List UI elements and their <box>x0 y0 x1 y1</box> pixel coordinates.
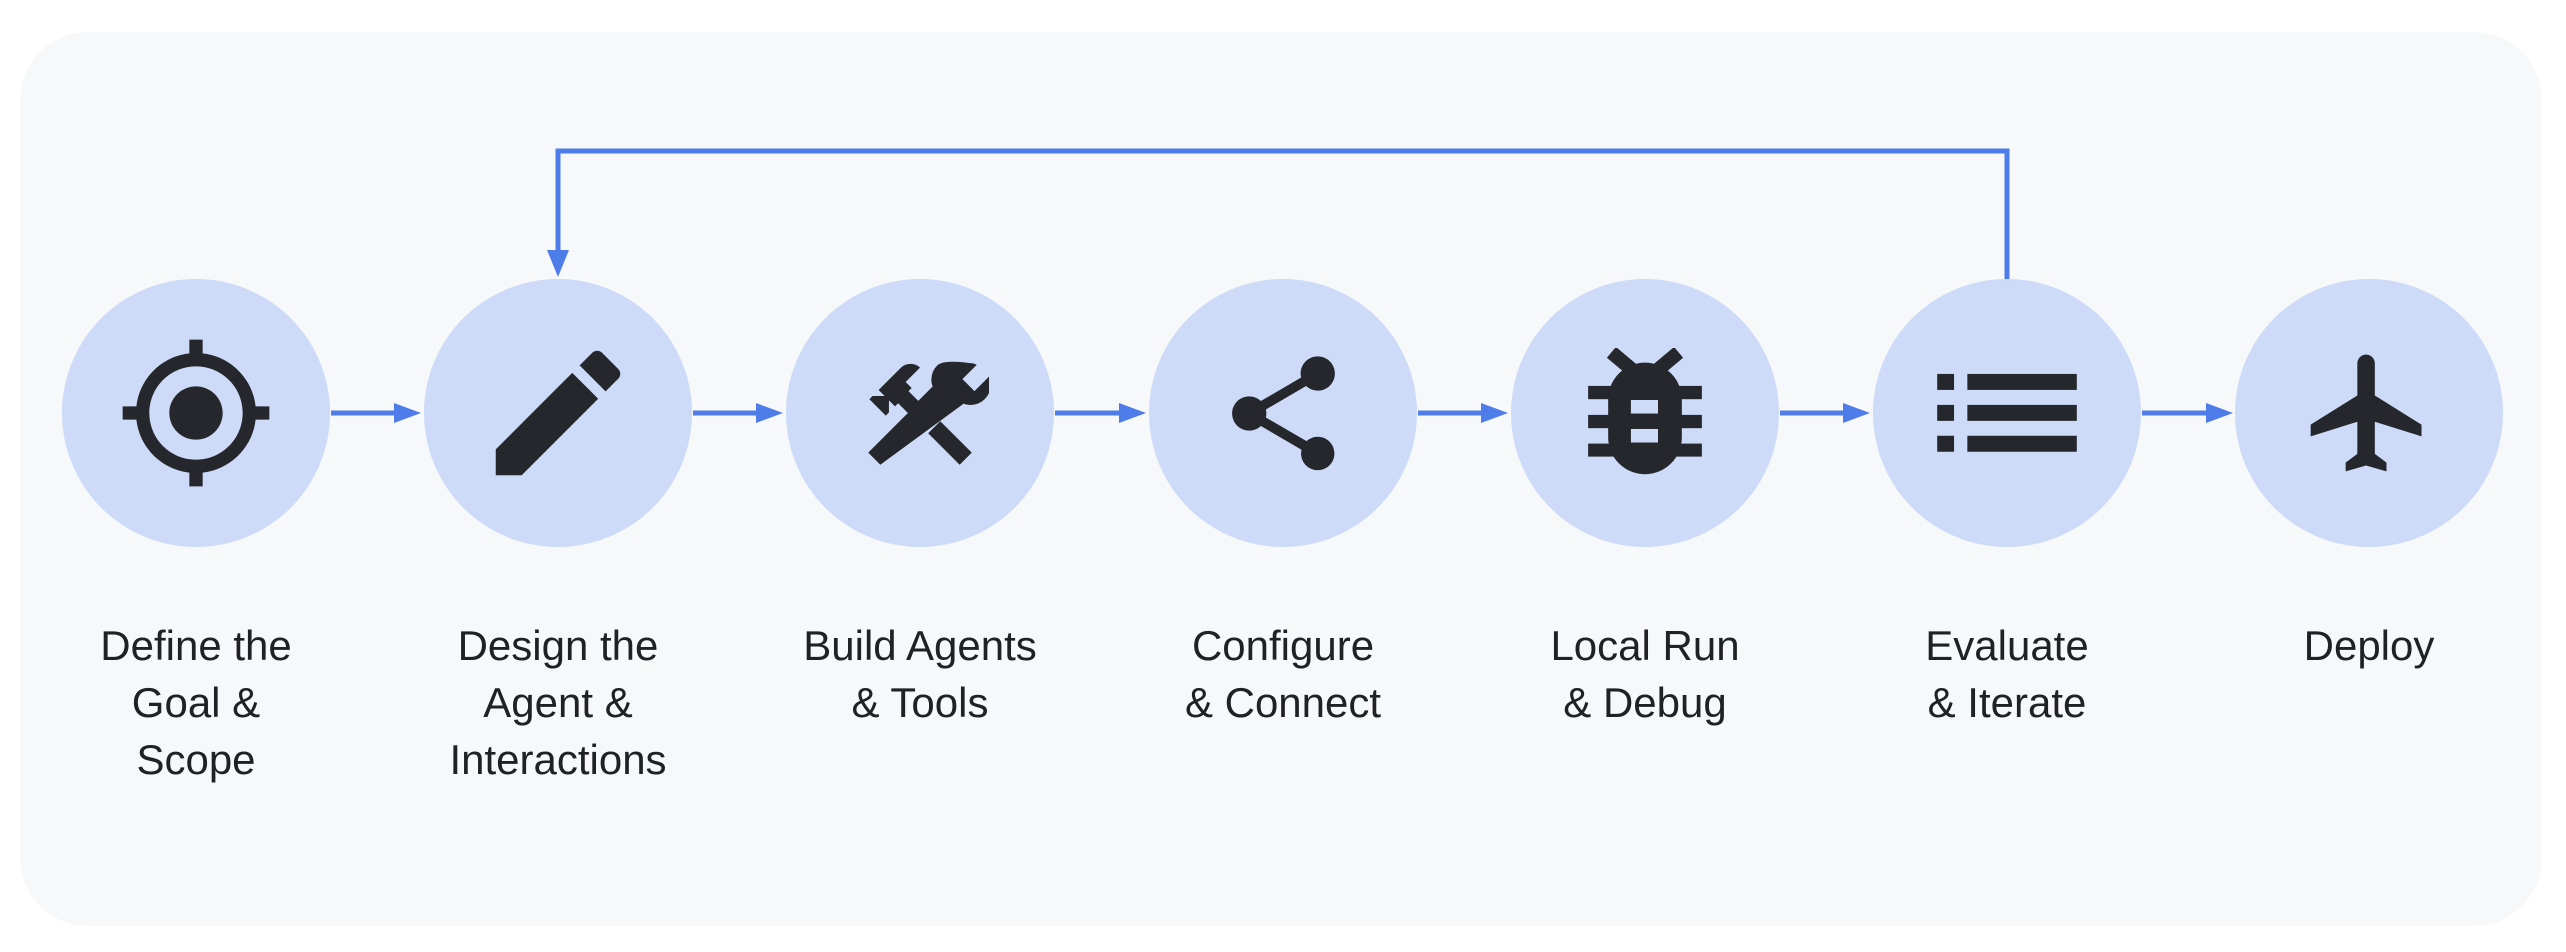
step-label: Define the Goal & Scope <box>100 622 292 783</box>
step-circle <box>1873 279 2141 547</box>
step-build-agents: Build Agents & Tools <box>760 279 1080 731</box>
step-label: Configure & Connect <box>1184 622 1382 726</box>
step-local-run-debug: Local Run & Debug <box>1485 279 1805 731</box>
step-label: Local Run & Debug <box>1550 622 1740 726</box>
step-design-agent: Design the Agent & Interactions <box>398 279 718 788</box>
step-label: Build Agents & Tools <box>803 622 1037 726</box>
step-deploy: Deploy <box>2209 279 2529 674</box>
step-circle <box>424 279 692 547</box>
target-icon <box>122 339 270 487</box>
step-evaluate-iterate: Evaluate & Iterate <box>1847 279 2167 731</box>
step-configure-connect: Configure & Connect <box>1123 279 1443 731</box>
step-label: Design the Agent & Interactions <box>449 622 667 783</box>
step-circle <box>786 279 1054 547</box>
airplane-icon <box>2310 354 2422 472</box>
step-define-goal: Define the Goal & Scope <box>36 279 356 788</box>
step-circle <box>1149 279 1417 547</box>
share-icon <box>1231 355 1335 470</box>
pencil-icon <box>495 350 621 476</box>
step-circle <box>62 279 330 547</box>
hammer-wrench-icon <box>868 361 989 465</box>
bug-icon <box>1588 348 1702 475</box>
step-label: Evaluate & Iterate <box>1925 622 2089 726</box>
step-circle <box>2235 279 2503 547</box>
step-label: Deploy <box>2303 622 2435 669</box>
step-circle <box>1511 279 1779 547</box>
list-icon <box>1937 373 2077 452</box>
